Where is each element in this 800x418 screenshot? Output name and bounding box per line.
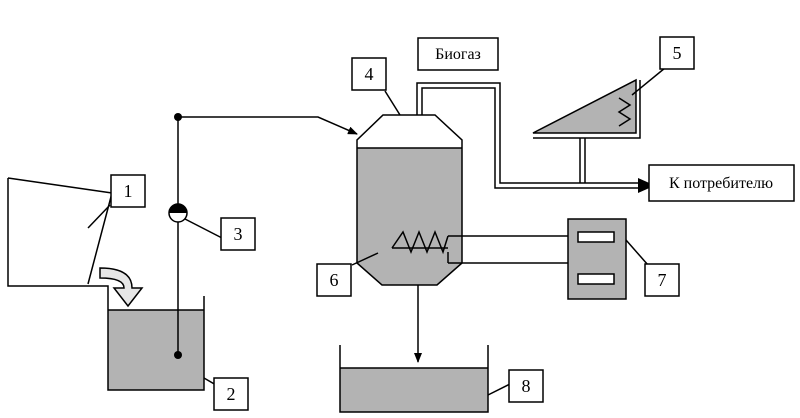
label-2-text: 2 xyxy=(227,384,236,404)
consumer-label: К потребителю xyxy=(648,164,795,202)
consumer-label-text: К потребителю xyxy=(669,175,773,192)
label-6: 6 xyxy=(316,263,352,297)
label-4-text: 4 xyxy=(365,64,374,84)
digester xyxy=(356,114,463,286)
label-3-text: 3 xyxy=(234,224,243,244)
label-2: 2 xyxy=(213,377,249,411)
label-5: 5 xyxy=(659,36,695,70)
collection-tank xyxy=(107,296,205,391)
biogas-label-text: Биогаз xyxy=(435,46,481,63)
biogas-label: Биогаз xyxy=(417,37,499,71)
label-7-text: 7 xyxy=(658,270,667,290)
residue-tank xyxy=(339,285,489,413)
feed-hopper xyxy=(7,177,113,296)
label-4: 4 xyxy=(351,57,387,91)
label-6-text: 6 xyxy=(330,270,339,290)
biogas-pipe xyxy=(416,82,655,193)
label-1-text: 1 xyxy=(124,181,133,201)
heater-unit xyxy=(567,218,627,300)
solar-collector xyxy=(532,78,641,183)
label-5-text: 5 xyxy=(673,43,682,63)
feed-pipe xyxy=(174,113,358,359)
label-7: 7 xyxy=(644,263,680,297)
pump-icon xyxy=(168,203,188,223)
feed-arrow-icon xyxy=(99,267,144,308)
label-1: 1 xyxy=(110,174,146,208)
label-8-text: 8 xyxy=(522,376,531,396)
label-3: 3 xyxy=(220,217,256,251)
label-8: 8 xyxy=(508,369,544,403)
heat-exchanger-coil xyxy=(391,229,568,264)
